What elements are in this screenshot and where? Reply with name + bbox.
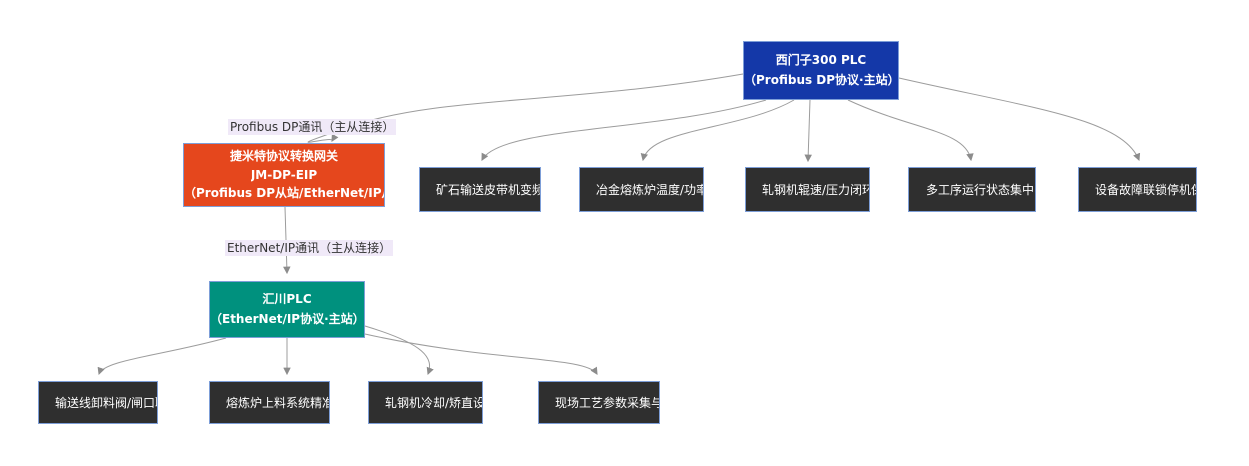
node-function-smelting-furnace: 冶金熔炼炉温度/功率 <box>579 167 704 212</box>
node-function-rolling-mill: 轧钢机辊速/压力闭环 <box>745 167 870 212</box>
edge-siemens-m2 <box>640 99 795 162</box>
edge-label-profibus-dp: Profibus DP通讯（主从连接） <box>228 119 397 135</box>
node-siemens-title: 西门子300 PLC <box>775 53 867 68</box>
node-function-parameter-collection: 现场工艺参数采集与 <box>538 381 660 424</box>
node-siemens-subtitle: （Profibus DP协议·主站） <box>744 72 898 87</box>
edge-huichuan-b4 <box>364 333 598 375</box>
edge-siemens-m3 <box>804 99 812 163</box>
edge-siemens-m5 <box>898 77 1141 162</box>
node-function-ore-conveyor: 矿石输送皮带机变频 <box>419 167 541 212</box>
edge-label-ethernet-ip: EtherNet/IP通讯（主从连接） <box>225 240 394 256</box>
node-function-furnace-feeding: 熔炼炉上料系统精准 <box>209 381 330 424</box>
node-function-multi-process-status: 多工序运行状态集中 <box>908 167 1036 212</box>
edge-siemens-m4 <box>847 99 974 162</box>
edge-siemens-m1 <box>481 99 767 161</box>
node-gateway-subtitle: （Profibus DP从站/EtherNet/IP从站· <box>184 186 384 201</box>
node-huichuan-subtitle: （EtherNet/IP协议·主站） <box>210 311 364 326</box>
edge-siemens-gateway <box>307 73 744 143</box>
edge-huichuan-b3 <box>364 325 434 376</box>
node-function-discharge-valve: 输送线卸料阀/闸口联 <box>38 381 158 424</box>
node-gateway-model: JM-DP-EIP <box>250 167 318 182</box>
node-siemens-plc: 西门子300 PLC （Profibus DP协议·主站） <box>743 41 899 100</box>
node-function-fault-interlock: 设备故障联锁停机保护 <box>1078 167 1197 212</box>
node-huichuan-title: 汇川PLC <box>262 292 312 307</box>
node-gateway-title: 捷米特协议转换网关 <box>229 149 338 164</box>
node-huichuan-plc: 汇川PLC （EtherNet/IP协议·主站） <box>209 281 365 338</box>
edge-huichuan-b1 <box>97 337 227 376</box>
node-gateway-jm-dp-eip: 捷米特协议转换网关 JM-DP-EIP （Profibus DP从站/Ether… <box>183 143 385 207</box>
node-function-cooling-straightening: 轧钢机冷却/矫直设备 <box>368 381 483 424</box>
